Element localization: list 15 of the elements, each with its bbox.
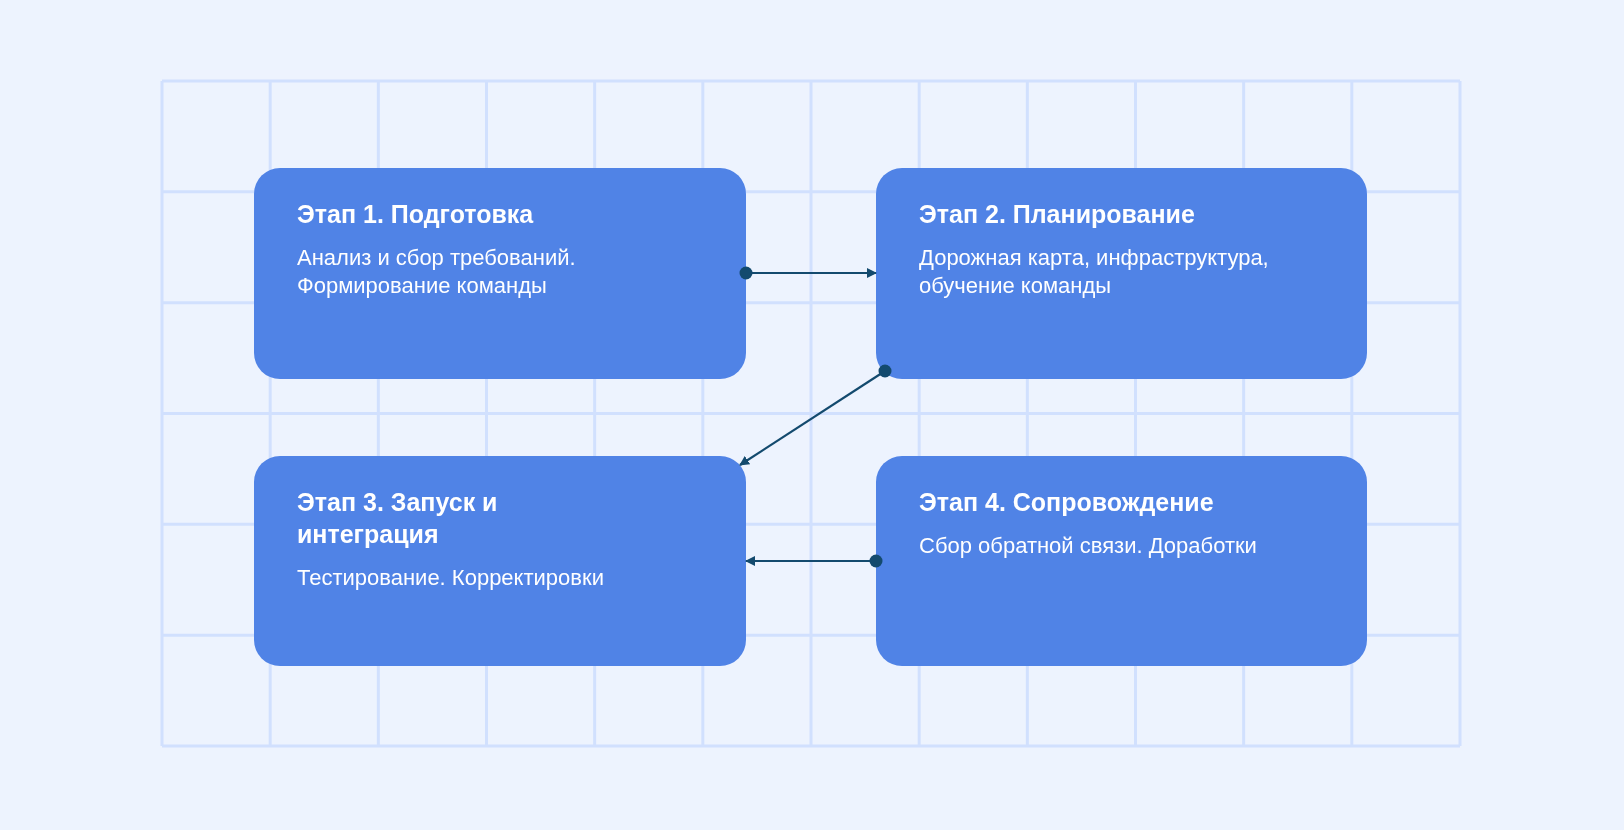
stage-title: Этап 2. Планирование xyxy=(919,199,1196,230)
stage-description: Тестирование. Корректировки xyxy=(297,564,605,592)
stage-card xyxy=(876,456,1367,666)
arrow xyxy=(745,554,883,568)
stage-description: Дорожная карта, инфраструктура, обучение команды xyxy=(919,244,1270,300)
stage-description: Анализ и сбор требований. Формирование команды xyxy=(297,244,577,300)
stage-card xyxy=(254,168,746,379)
stage-card xyxy=(876,168,1367,379)
stage-card xyxy=(254,456,746,666)
stage-description: Сбор обратной связи. Доработки xyxy=(919,532,1258,560)
arrow xyxy=(739,266,877,280)
arrow xyxy=(739,364,892,466)
stage-title: Этап 4. Сопровождение xyxy=(919,487,1215,518)
stage-title: Этап 1. Подготовка xyxy=(297,199,535,230)
stage-title: Этап 3. Запуск и интеграция xyxy=(297,487,499,550)
